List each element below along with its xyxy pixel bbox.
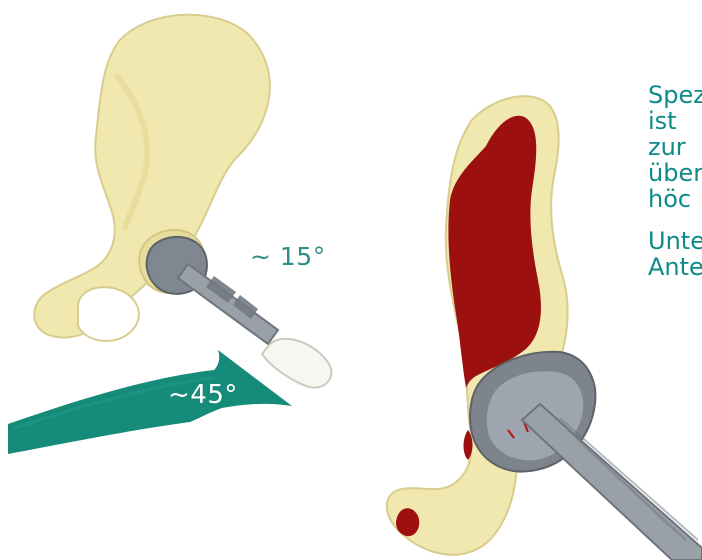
side-paragraph-1: Spez ist zur über höc: [648, 82, 702, 212]
side-text-line: höc: [648, 186, 702, 212]
side-text-panel: Spez ist zur über höc Unte Ante: [648, 82, 702, 296]
left-pelvis-bone: [34, 15, 270, 338]
side-text-line: über: [648, 160, 702, 186]
side-text-line: Spez: [648, 82, 702, 108]
side-text-line: Unte: [648, 228, 702, 254]
left-instrument-handle: [262, 339, 331, 388]
side-text-line: Ante: [648, 254, 702, 280]
right-instrument-shaft-lines: [560, 418, 698, 540]
rotation-arrow: [8, 350, 292, 454]
side-text-line: zur: [648, 134, 702, 160]
right-instrument: [470, 352, 702, 560]
right-instrument-shaft: [522, 404, 702, 560]
left-instrument-shaft: [178, 264, 278, 344]
angle-45-label: ~45°: [168, 380, 238, 410]
left-pelvis-lower: [78, 287, 139, 341]
side-text-line: ist: [648, 108, 702, 134]
side-paragraph-2: Unte Ante: [648, 228, 702, 280]
angle-15-label: ~ 15°: [250, 242, 326, 271]
